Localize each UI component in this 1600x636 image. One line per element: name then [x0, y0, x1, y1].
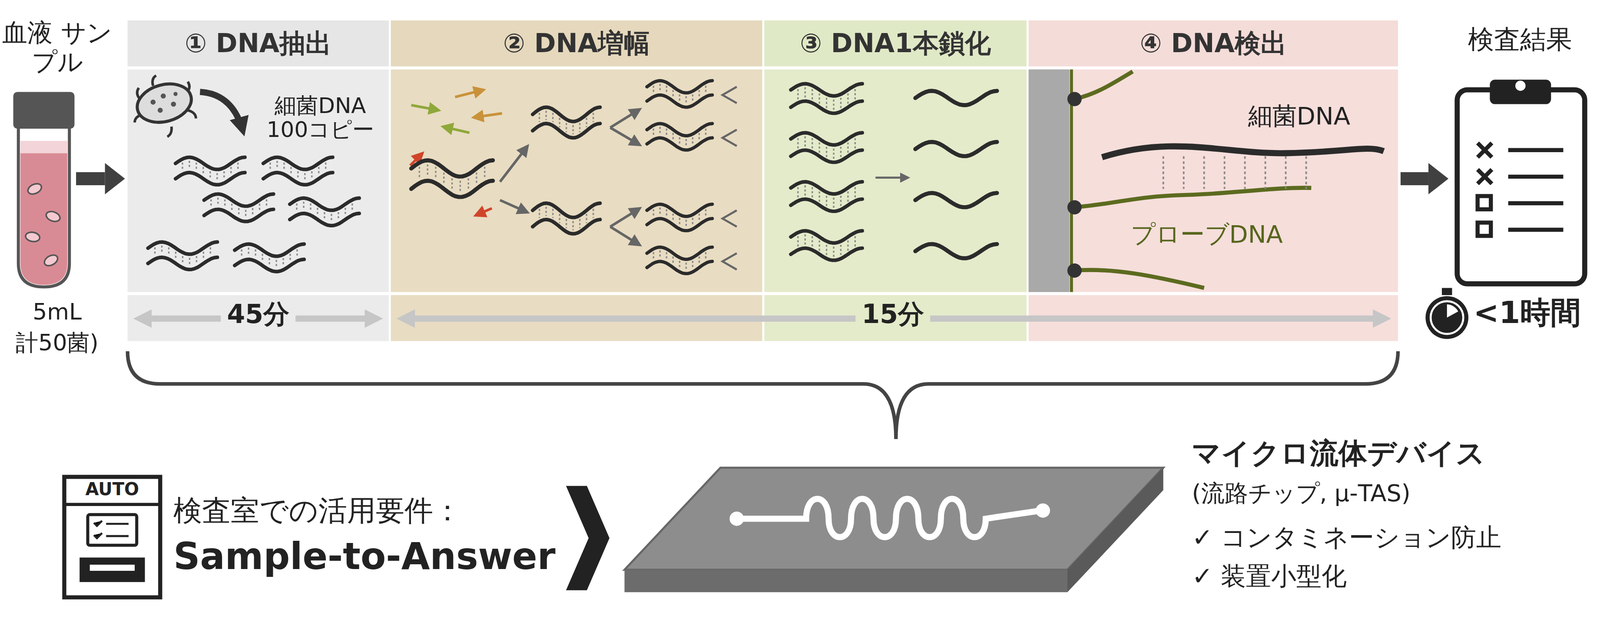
copy-note: 細菌DNA 100コピー	[254, 93, 387, 142]
device-title: マイクロ流体デバイス	[1191, 436, 1534, 470]
time-label: 45分	[221, 298, 296, 329]
stage-panel: ④ DNA検出細菌DNA プローブDNA	[1028, 20, 1398, 291]
stopwatch-icon	[1425, 287, 1469, 339]
panel-header: ② DNA増幅	[390, 20, 763, 67]
test-tube	[13, 91, 75, 287]
device-merit: ✓ 装置小型化	[1191, 561, 1534, 591]
panel-header: ④ DNA検出	[1028, 20, 1398, 67]
chip-block: マイクロ流体デバイス (流路チップ, μ-TAS) ✓ コンタミネーション防止 ✓ 装…	[624, 436, 1538, 603]
auto-machine-icon	[64, 476, 161, 597]
panel-header: ③ DNA1本鎖化	[764, 20, 1027, 67]
result-clipboard: 検査結果	[1450, 81, 1589, 286]
microfluidic-chip	[624, 467, 1164, 593]
clipboard-icon	[1457, 79, 1585, 284]
blood-sample: 血液 サンプル5mL計50菌)	[14, 89, 74, 286]
panel-fill	[764, 69, 1027, 292]
panel-header-fill	[390, 20, 763, 67]
requirement-text: 検査室での活用要件：	[173, 493, 551, 527]
panel-fill	[1028, 69, 1398, 292]
flow-arrow	[1400, 162, 1449, 195]
dna-strands	[148, 80, 998, 274]
total-time: <1時間	[1473, 294, 1581, 331]
time-fill	[127, 294, 389, 342]
stage-panel: ② DNA増幅	[390, 20, 763, 291]
panel-header: ① DNA抽出	[127, 20, 389, 67]
target-dna-label: 細菌DNA	[1248, 102, 1394, 130]
auto-label: AUTO	[85, 478, 140, 499]
sample-count: 計50菌)	[0, 329, 115, 356]
sample-volume: 5mL	[0, 298, 115, 325]
panel-fill	[127, 69, 389, 292]
time-label: 15分	[855, 298, 931, 329]
stage-panel: ③ DNA1本鎖化	[764, 20, 1027, 291]
bacterium	[132, 75, 243, 137]
device-merit: ✓ コンタミネーション防止	[1191, 522, 1534, 552]
panel-header-fill	[1028, 20, 1398, 67]
result-title: 検査結果	[1440, 24, 1600, 55]
panel-fill	[390, 69, 763, 292]
flow-arrow	[76, 162, 126, 195]
sample-title: 血液 サンプル	[0, 18, 115, 77]
stage-panel: ① DNA抽出細菌DNA 100コピー	[127, 20, 389, 291]
requirement-keyword: Sample-to-Answer	[173, 534, 557, 578]
panel-header-fill	[127, 20, 389, 67]
chevron-arrow	[566, 485, 610, 590]
device-subtitle: (流路チップ, μ-TAS)	[1191, 479, 1534, 507]
amplification-arrows	[410, 86, 908, 270]
probe-dna-label: プローブDNA	[1130, 220, 1325, 249]
panel-header-fill	[764, 20, 1027, 67]
brace	[127, 351, 1398, 439]
